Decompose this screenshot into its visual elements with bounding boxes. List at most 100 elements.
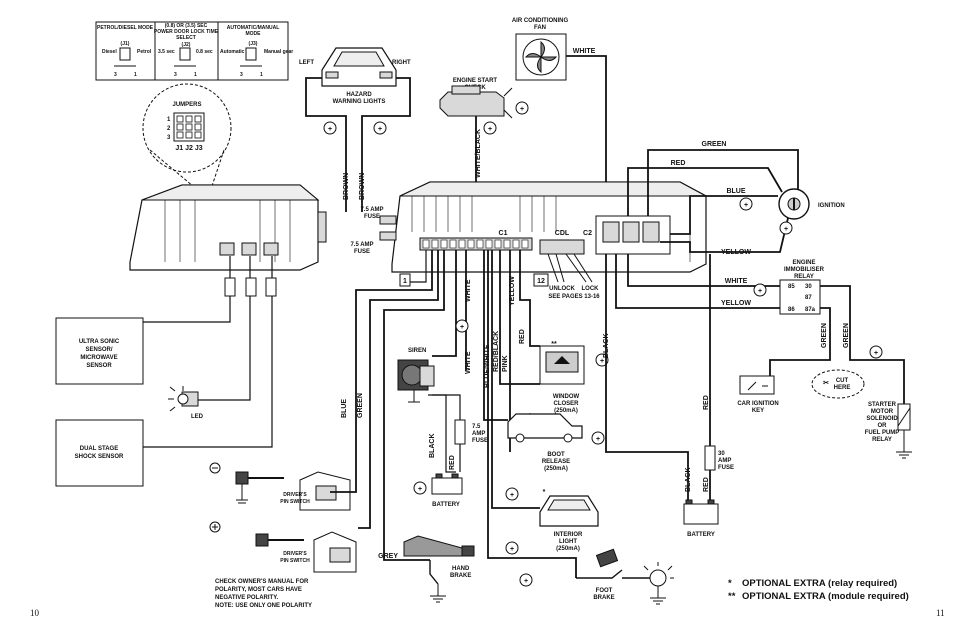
j2-title-2: POWER DOOR LOCK TIME [154,29,219,35]
hazard-left: LEFT [299,60,314,66]
plus-c1-text: + [460,324,464,331]
wire-black-main: BLACK [603,334,610,359]
engine-start-check: ENGINE START CHECK WHITE/BLACK [439,78,513,212]
wire-blue-ign: BLUE [726,188,745,195]
wire-white-siren: WHITE [465,351,472,374]
legend-mark-1: * [728,578,732,589]
aircon-label-1: AIR CONDITIONING [512,18,569,24]
ultrasonic-label-2: SENSOR/ [85,347,112,353]
wire-red-main: RED [703,395,710,410]
wire-pink: PINK [502,355,509,372]
main-fuse-1: 30 [718,451,725,457]
ultrasonic-label-4: SENSOR [86,363,112,369]
fuse-75-label-2: FUSE [364,214,380,220]
j3-right: Manual gear [264,49,293,55]
plus-siren-batt [413,481,427,495]
air-conditioning-fan: AIR CONDITIONING FAN WHITE [512,18,607,212]
main-battery-wires: BLACK RED BLACK RED [603,254,711,500]
j2-jumper [179,47,191,61]
interior-star: * [543,489,546,496]
car-key-label-2: KEY [752,408,764,414]
j1-id: (J1) [121,41,130,47]
starter-label-1: STARTER [868,402,897,408]
engine-start-label-1: ENGINE START [453,78,498,84]
main-fuse-2: AMP [718,458,731,464]
plus-engine-text: + [488,126,492,133]
fuse-75b-label-1: 7.5 AMP [350,242,373,248]
wire-red-black: RED/BLACK [493,331,500,372]
wire-green-relay-1: GREEN [821,323,828,348]
plus-relay [753,283,767,297]
starter-label-4: OR [878,423,888,429]
relay-87a: 87a [805,307,816,313]
plus-starter [869,345,883,359]
aircon-label-2: FAN [534,25,546,31]
main-fuse [704,445,716,471]
main-fuse-3: FUSE [718,465,734,471]
pin-1: 1 [403,278,407,285]
plus-aircon-text: + [520,106,524,113]
polarity-note-1: CHECK OWNER'S MANUAL FOR [215,579,309,585]
hazard-warning-lights: LEFT RIGHT HAZARD WARNING LIGHTS [299,47,411,212]
wire-green-ign: GREEN [702,141,727,148]
cut-label-1: CUT [836,378,849,384]
page-number-right: 11 [936,608,945,618]
starter-label-2: MOTOR [871,409,894,415]
legend-text-2: OPTIONAL EXTRA (module required) [742,591,909,602]
j3-left: Automatic gear [220,49,256,55]
plus-hazard-right [373,121,387,135]
wire-red-batt: RED [703,477,710,492]
wire-green-relay-2: GREEN [843,323,850,348]
polarity-note-4: NOTE: USE ONLY ONE POLARITY [215,603,312,609]
wire-red-siren: RED [449,455,456,470]
wire-brown-2: BROWN [359,173,366,200]
wire-black-siren: BLACK [429,434,436,459]
wire-white-relay: WHITE [725,278,748,285]
fuse-75-label-1: 7.5 AMP [360,207,383,213]
legend-text-1: OPTIONAL EXTRA (relay required) [742,578,897,589]
car-ignition-key: CAR IGNITION KEY [737,375,779,414]
plus-hazard-right-text: + [378,126,382,133]
j1-jumper [119,47,131,61]
boot-label-2: RELEASE [542,459,570,465]
jumpers-title: JUMPERS [172,102,201,108]
pin-switch-2-label-2: PIN SWITCH [280,558,310,564]
hazard-right: RIGHT [392,60,411,66]
plus-window-text: + [600,358,604,365]
siren: SIREN [397,348,461,473]
window-label-2: CLOSER [553,401,579,407]
wire-blue-white: BLUE/WHITE [484,344,491,388]
fuse-75b-label-2: FUSE [354,249,370,255]
led: LED [168,386,204,420]
plus-foot [519,573,533,587]
j2-id: (J2) [182,42,191,48]
legend: * OPTIONAL EXTRA (relay required) ** OPT… [728,578,909,602]
jumper-row-2: 2 [167,126,171,132]
plus-ign-2-text: + [784,226,788,233]
hazard-label-1: HAZARD [346,92,372,98]
j3-title-2: MODE [246,31,262,37]
connector-c1: C1 [499,230,508,237]
hand-brake-label-1: HAND [452,566,470,572]
immob-label-3: RELAY [794,274,814,280]
boot-release: * BOOT RELEASE (250mA) [507,413,583,472]
hazard-label-2: WARNING LIGHTS [333,99,386,105]
cdl-lock: LOCK [582,286,600,292]
jumper-settings-panel: PETROL/DIESEL MODE (J1) Diesel Petrol 3 … [95,21,293,81]
plus-interior-2 [505,541,519,555]
page-number-left: 10 [30,608,40,618]
j3-jumper [245,47,257,61]
wire-grey: GREY [378,553,398,560]
connector-c2: C2 [583,230,592,237]
led-label: LED [191,414,204,420]
window-star: ** [551,341,557,348]
ignition-label: IGNITION [818,203,845,209]
wire-yellow-c1: YELLOW [509,276,516,306]
siren-label: SIREN [408,348,426,354]
jumpers-detail: JUMPERS 1 2 3 J1 J2 J3 [142,83,232,193]
j1-pin-right: 1 [134,72,137,78]
alarm-module-left [129,184,327,271]
legend-mark-2: ** [728,591,736,602]
jumper-cols: J1 J2 J3 [175,145,202,152]
window-closer: ** WINDOW CLOSER (250mA) [539,341,585,414]
